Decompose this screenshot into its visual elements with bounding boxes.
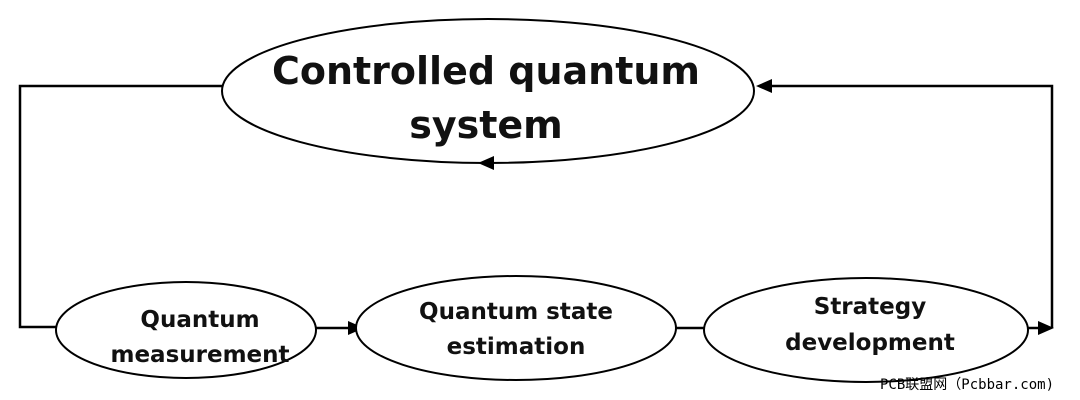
measurement-label-line2: measurement: [110, 342, 289, 368]
arrowhead-system: [756, 79, 772, 93]
watermark-text: PCB联盟网（Pcbbar.com): [880, 377, 1055, 393]
arrowhead-system-bottom: [478, 156, 494, 170]
estimation-label-line2: estimation: [447, 334, 586, 360]
system-label-line2: system: [409, 103, 563, 147]
node-quantum-state-estimation: [355, 275, 677, 381]
node-quantum-measurement: [55, 281, 317, 379]
system-label-line1: Controlled quantum: [272, 49, 700, 93]
estimation-label-line1: Quantum state: [419, 299, 613, 325]
edge-right-riser: [770, 84, 1054, 328]
strategy-label-line1: Strategy: [814, 294, 926, 320]
measurement-label-line1: Quantum: [140, 307, 259, 333]
edge-system-to-measurement: [18, 84, 222, 329]
strategy-label-line2: development: [785, 330, 955, 356]
node-strategy-development: [703, 277, 1029, 383]
arrowhead-right-corner: [1038, 321, 1054, 335]
